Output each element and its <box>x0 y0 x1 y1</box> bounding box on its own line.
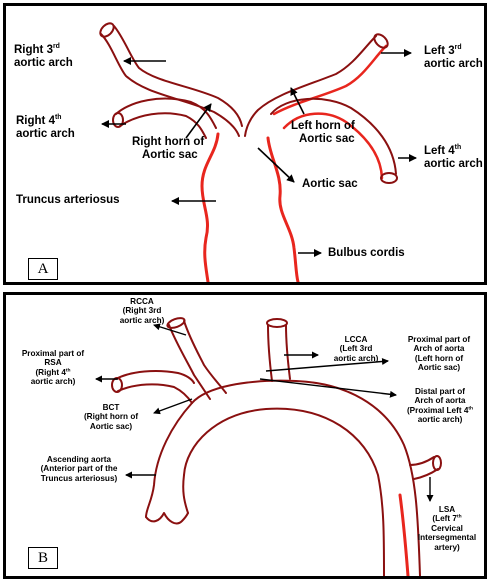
ascending-aorta-right <box>183 475 188 513</box>
label-aortic-sac: Aortic sac <box>302 178 358 191</box>
aortic-sac-arrow <box>258 148 294 182</box>
distal-arch-arrow <box>260 379 396 395</box>
panel-a-diagram <box>6 6 484 282</box>
label-bulbus-cordis: Bulbus cordis <box>328 247 405 260</box>
label-truncus-arteriosus: Truncus arteriosus <box>16 194 120 207</box>
lcca-vessel <box>268 325 272 381</box>
lsa-vessel <box>410 457 434 465</box>
truncus-right-wall <box>268 138 298 282</box>
right-horn-arrow <box>186 104 211 138</box>
aortic-arch-inner <box>184 409 384 576</box>
panel-a-tag: A <box>28 258 58 280</box>
truncus-left-wall <box>202 134 218 282</box>
right-3rd-aortic-arch-vessel <box>101 34 239 136</box>
aortic-arch-outer <box>192 381 420 576</box>
panel-b-tag: B <box>28 547 58 569</box>
ascending-aorta-base <box>146 513 188 523</box>
rsa-vessel <box>116 371 194 383</box>
